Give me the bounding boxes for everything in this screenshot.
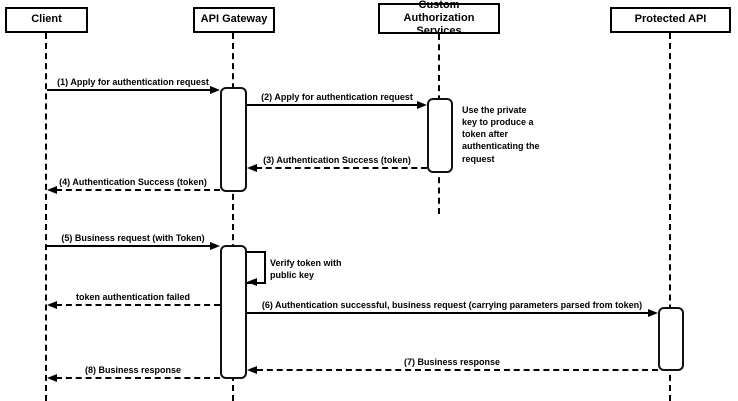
message-fail-arrowhead-icon bbox=[47, 301, 57, 309]
message-1-label: (1) Apply for authentication request bbox=[57, 77, 209, 87]
message-3-line bbox=[256, 167, 427, 169]
message-7-arrowhead-icon bbox=[247, 366, 257, 374]
lifeline-protected-api bbox=[669, 33, 671, 401]
message-4-label: (4) Authentication Success (token) bbox=[59, 177, 207, 187]
activation-protected-api bbox=[658, 307, 684, 371]
lifeline-api-gateway bbox=[232, 33, 234, 401]
message-2-label: (2) Apply for authentication request bbox=[261, 92, 413, 102]
message-5-label: (5) Business request (with Token) bbox=[61, 233, 205, 243]
note-private-key: Use the private key to produce a token a… bbox=[462, 105, 540, 164]
message-8-line bbox=[56, 377, 220, 379]
message-4-arrowhead-icon bbox=[47, 186, 57, 194]
message-2-arrowhead-icon bbox=[417, 101, 427, 109]
message-5-line bbox=[47, 245, 211, 247]
message-1-line bbox=[47, 89, 211, 91]
participant-protected-api: Protected API bbox=[610, 7, 731, 33]
activation-api-gateway-business bbox=[220, 245, 247, 379]
message-fail-line bbox=[56, 304, 220, 306]
lifeline-client bbox=[45, 33, 47, 401]
message-6-label: (6) Authentication successful, business … bbox=[261, 300, 643, 310]
activation-custom-authorization bbox=[427, 98, 453, 173]
message-1-arrowhead-icon bbox=[210, 86, 220, 94]
self-message-arrowhead-icon bbox=[247, 278, 257, 286]
message-5-arrowhead-icon bbox=[210, 242, 220, 250]
participant-client: Client bbox=[5, 7, 88, 33]
message-3-arrowhead-icon bbox=[247, 164, 257, 172]
message-8-arrowhead-icon bbox=[47, 374, 57, 382]
message-6-line bbox=[247, 312, 649, 314]
message-7-label: (7) Business response bbox=[403, 357, 501, 367]
message-3-label: (3) Authentication Success (token) bbox=[263, 155, 411, 165]
message-7-line bbox=[257, 369, 658, 371]
message-fail-label: token authentication failed bbox=[75, 292, 191, 302]
message-2-line bbox=[247, 104, 418, 106]
participant-api-gateway: API Gateway bbox=[193, 7, 275, 33]
message-4-line bbox=[56, 189, 220, 191]
message-6-arrowhead-icon bbox=[648, 309, 658, 317]
participant-custom-authorization-services: Custom Authorization Services bbox=[378, 0, 500, 37]
self-message-label: Verify token with public key bbox=[270, 258, 342, 281]
activation-api-gateway-auth bbox=[220, 87, 247, 192]
message-8-label: (8) Business response bbox=[84, 365, 182, 375]
